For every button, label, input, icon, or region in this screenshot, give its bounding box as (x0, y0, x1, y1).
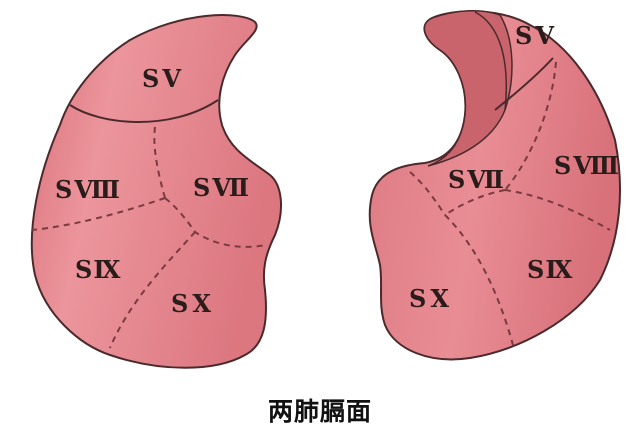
right-label-six: SⅨ (527, 255, 572, 284)
right-label-sviii: SⅧ (554, 151, 619, 180)
left-sv-fissure (69, 99, 219, 123)
figure-caption: 两肺膈面 (267, 397, 372, 426)
left-label-sviii: SⅧ (55, 175, 120, 204)
right-inner-edge (474, 11, 507, 111)
right-label-svii: SⅦ (448, 165, 504, 194)
left-label-svii: SⅦ (193, 173, 249, 202)
left-lung-outline (30, 14, 282, 369)
right-segment-dividers (409, 61, 611, 346)
left-label-six: SⅨ (75, 255, 120, 284)
right-sv-fissure (494, 57, 554, 111)
left-segment-dividers (31, 126, 266, 349)
right-inner-surface (423, 9, 513, 167)
